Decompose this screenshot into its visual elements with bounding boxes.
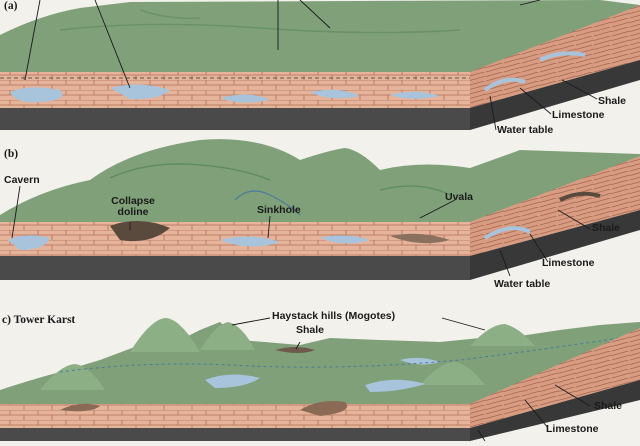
- panel-b-collapse-doline-pit: [110, 220, 170, 242]
- panel-a-cavern: [310, 89, 360, 99]
- panel-b-block: [0, 139, 640, 280]
- mogote-hill: [40, 364, 105, 390]
- mogote-hill: [330, 345, 400, 372]
- panel-c-remnant: [60, 403, 100, 412]
- panel-c-tag: c) Tower Karst: [2, 314, 76, 326]
- panel-a-cavern: [10, 87, 63, 103]
- panel-c-lake: [400, 357, 440, 365]
- panel-a-cavern: [220, 94, 270, 103]
- panel-b-surface: [0, 139, 640, 225]
- panel-c-label-shale: Shale: [296, 324, 325, 336]
- panel-c-label-haystack-hills: Haystack hills (Mogotes): [272, 310, 396, 322]
- panel-b-cavern: [390, 233, 450, 244]
- panel-b-label-sinkhole: Sinkhole: [257, 204, 301, 216]
- panel-a-tag: (a): [4, 0, 18, 12]
- panel-c-shale-side: [470, 380, 640, 441]
- panel-a-label-shale: Shale: [598, 95, 627, 107]
- panel-a-shale-side: [470, 60, 640, 130]
- panel-a-block: [0, 0, 640, 131]
- mogote-hill: [130, 318, 200, 352]
- panel-b-tag: (b): [4, 148, 19, 160]
- panel-a-surface: [0, 0, 640, 78]
- panel-c-label-limestone: Limestone: [546, 423, 599, 435]
- panel-b-label-limestone: Limestone: [542, 257, 595, 269]
- mogote-hill: [200, 322, 255, 350]
- panel-c-lake: [365, 379, 425, 392]
- panel-a-shale-front: [0, 108, 470, 130]
- panel-a-label-water-table: Water table: [497, 124, 554, 136]
- mogote-hill: [470, 324, 535, 346]
- panel-b-shale-side: [470, 210, 640, 280]
- panel-b-label-uvala: Uvala: [445, 191, 474, 203]
- panel-b-label-shale: Shale: [592, 222, 621, 234]
- panel-b-cavern: [220, 236, 280, 247]
- panel-c-block: [0, 317, 640, 442]
- panel-a-limestone-front: [0, 72, 470, 108]
- panel-b-cavern: [8, 235, 50, 250]
- panel-b-limestone-side: [470, 156, 640, 256]
- panel-a-cavern: [390, 91, 440, 99]
- panel-a-label-limestone: Limestone: [552, 109, 605, 121]
- panel-c-shale-patch: [275, 347, 315, 353]
- panel-c-shale-front: [0, 428, 470, 441]
- panel-c-label-shale-right: Shale: [594, 400, 623, 412]
- panel-a-cavern: [110, 84, 170, 100]
- panel-c-remnant: [300, 401, 348, 416]
- panel-c-limestone-side: [470, 328, 640, 428]
- panel-b-label-collapse-doline: Collapse doline: [111, 195, 155, 218]
- panel-b-label-cavern: Cavern: [4, 174, 40, 186]
- panel-b-label-water-table: Water table: [494, 278, 551, 290]
- mogote-hill: [420, 362, 485, 385]
- panel-c-lake: [205, 374, 260, 388]
- panel-b-cavern: [320, 235, 370, 244]
- panel-b-shale-front: [0, 256, 470, 280]
